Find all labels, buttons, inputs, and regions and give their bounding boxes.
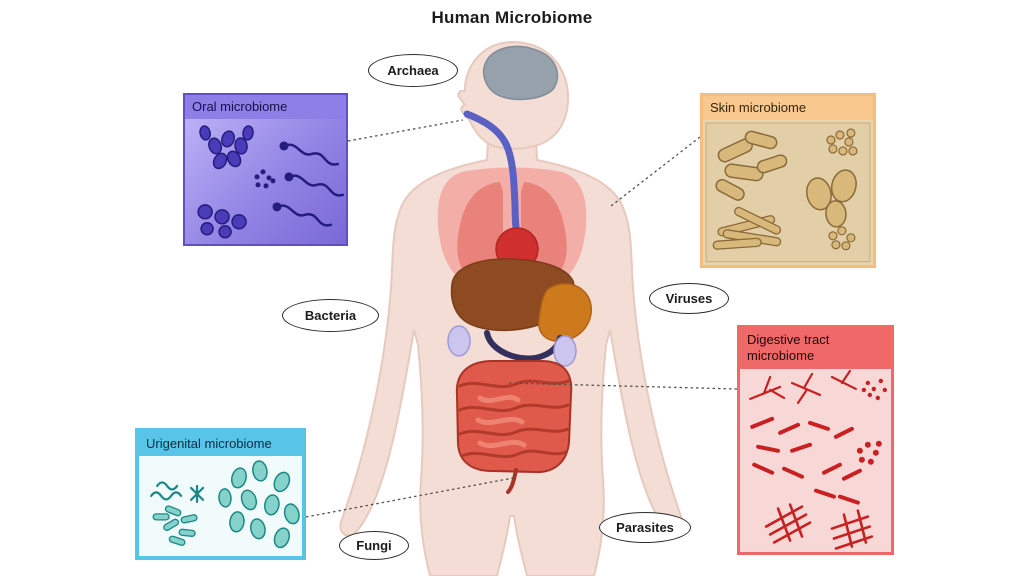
skin-bacteria-illustration [703, 120, 873, 265]
label-viruses-text: Viruses [665, 291, 713, 306]
panel-skin-title: Skin microbiome [703, 96, 873, 121]
digestive-cocci-icon [861, 378, 888, 400]
skin-connector-line [610, 136, 701, 207]
digestive-bacteria-illustration [740, 368, 891, 552]
panel-urogenital-title: Urigenital microbiome [139, 432, 302, 457]
label-parasites: Parasites [599, 512, 691, 543]
oral-microdots-icon [254, 169, 276, 189]
page-title: Human Microbiome [431, 8, 593, 27]
label-bacteria: Bacteria [282, 299, 379, 332]
panel-urogenital-microbiome: Urigenital microbiome [135, 428, 306, 560]
oral-cocci-cluster-icon [199, 125, 254, 170]
panel-oral-title: Oral microbiome [185, 95, 346, 120]
skin-cocci-cluster-icon [826, 128, 858, 156]
panel-digestive-microbiome: Digestive tract microbiome [737, 325, 894, 555]
oral-cocci-large-icon [197, 204, 247, 239]
urogenital-spirilla-icon [150, 481, 205, 504]
connector-lines [305, 119, 738, 518]
urogenital-bacteria-illustration [139, 456, 302, 556]
digestive-crosshatch-bacteria-icon [764, 502, 874, 550]
kidneys-icon [447, 325, 577, 367]
label-fungi: Fungi [339, 531, 409, 560]
label-archaea-text: Archaea [387, 63, 439, 78]
label-archaea: Archaea [368, 54, 458, 87]
oral-spirochete-icon [275, 143, 345, 227]
label-fungi-text: Fungi [356, 538, 392, 553]
esophagus-icon [463, 110, 521, 244]
label-bacteria-text: Bacteria [304, 308, 357, 323]
oral-bacteria-illustration [185, 119, 346, 244]
digestive-cocci-cluster-icon [856, 440, 882, 465]
skin-rod-bacteria-icon [715, 130, 788, 202]
urogenital-connector-line [305, 477, 514, 518]
urogenital-oval-cells-icon [218, 460, 300, 549]
skin-cocci-small-icon [828, 226, 856, 251]
skin-yeast-oval-icon [806, 169, 857, 228]
digestive-rod-bacteria-icon [750, 416, 862, 505]
oral-spirochete-heads-icon [272, 141, 294, 212]
brain-icon [482, 45, 559, 101]
panel-digestive-title: Digestive tract microbiome [740, 328, 891, 369]
duodenum-icon [484, 330, 563, 362]
intestines-icon [455, 360, 573, 494]
urogenital-rod-bacteria-icon [152, 505, 198, 547]
panel-oral-microbiome: Oral microbiome [183, 93, 348, 246]
digestive-branching-bacteria-icon [749, 369, 857, 404]
skin-filament-rod-icon [712, 207, 782, 251]
oral-connector-line [347, 119, 464, 142]
label-parasites-text: Parasites [616, 520, 674, 535]
label-viruses: Viruses [649, 283, 729, 314]
panel-skin-microbiome: Skin microbiome [700, 93, 876, 268]
